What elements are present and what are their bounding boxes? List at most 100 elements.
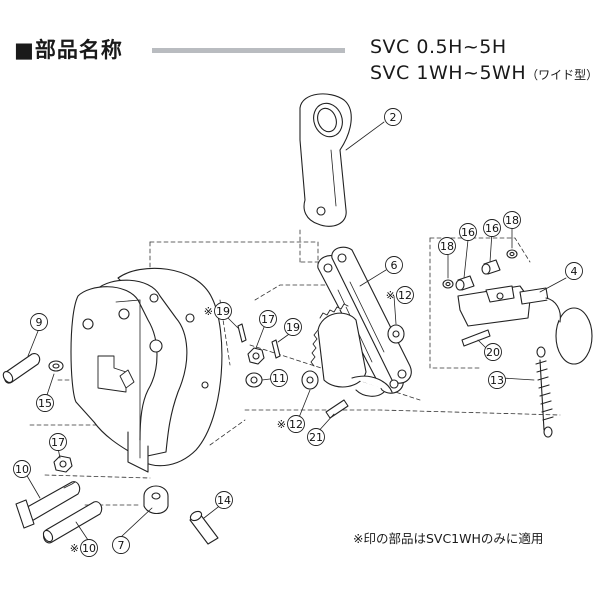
part-label-circle bbox=[30, 313, 48, 331]
part-10-pin-wide bbox=[42, 501, 103, 544]
leader-lines bbox=[25, 121, 567, 541]
part-label-p17a: 17 bbox=[49, 433, 67, 451]
part-number: 19 bbox=[216, 305, 230, 318]
part-16-screw-a bbox=[455, 275, 475, 291]
part-label-circle bbox=[488, 371, 506, 389]
part-label-circle bbox=[484, 343, 502, 361]
part-number: 21 bbox=[309, 431, 323, 444]
part-19-pin bbox=[271, 339, 281, 359]
part-18-washer-b bbox=[506, 249, 518, 259]
part-2-lifting-eye bbox=[299, 93, 352, 227]
asterisk-mark: ※ bbox=[277, 418, 286, 431]
part-label-p10b: 10※ bbox=[70, 539, 98, 557]
footnote: ※印の部品はSVC1WHのみに適用 bbox=[353, 531, 544, 546]
part-13-spring bbox=[535, 346, 554, 438]
part-20-pin bbox=[461, 329, 491, 347]
title-divider bbox=[152, 48, 345, 53]
part-number: 10 bbox=[82, 542, 96, 555]
part-11-washer bbox=[245, 372, 263, 388]
part-number: 16 bbox=[485, 222, 499, 235]
part-number: 18 bbox=[505, 214, 519, 227]
part-label-p9: 9 bbox=[30, 313, 48, 331]
part-number: 10 bbox=[15, 463, 29, 476]
part-number: 16 bbox=[461, 226, 475, 239]
model-line-1: SVC 0.5H~5H bbox=[370, 36, 507, 58]
part-number: 6 bbox=[391, 259, 398, 272]
asterisk-mark: ※ bbox=[204, 305, 213, 318]
cam-gear bbox=[310, 303, 393, 397]
part-label-circle bbox=[214, 302, 232, 320]
part-6-link bbox=[317, 246, 412, 394]
part-label-circle bbox=[438, 237, 456, 255]
part-label-p2: 2 bbox=[384, 108, 402, 126]
part-number: 15 bbox=[38, 397, 52, 410]
part-number: 20 bbox=[486, 346, 500, 359]
part-7-roller bbox=[143, 485, 169, 515]
part-label-p10a: 10 bbox=[13, 460, 31, 478]
part-label-circle bbox=[49, 433, 67, 451]
part-label-circle bbox=[396, 286, 414, 304]
part-label-p7: 7 bbox=[112, 536, 130, 554]
part-number: 17 bbox=[51, 436, 65, 449]
model-line-2: SVC 1WH~5WH（ワイド型） bbox=[370, 62, 598, 84]
part-label-p15: 15 bbox=[36, 394, 54, 412]
part-21-spring-pin bbox=[325, 399, 349, 419]
part-12-collar-upper bbox=[387, 324, 405, 344]
part-number: 19 bbox=[286, 321, 300, 334]
page-title: ■部品名称 bbox=[14, 38, 123, 62]
part-label-circle bbox=[459, 223, 477, 241]
part-label-p13: 13 bbox=[488, 371, 506, 389]
part-label-circle bbox=[565, 262, 583, 280]
part-label-circle bbox=[483, 219, 501, 237]
part-number: 12 bbox=[398, 289, 412, 302]
part-17-nut-left bbox=[53, 455, 73, 473]
part-label-p14: 14 bbox=[215, 491, 233, 509]
part-label-circle bbox=[36, 394, 54, 412]
part-label-circle bbox=[385, 256, 403, 274]
part-label-circle bbox=[287, 415, 305, 433]
part-14-bolt bbox=[189, 510, 219, 545]
part-label-circle bbox=[503, 211, 521, 229]
part-label-p16b: 16 bbox=[483, 219, 501, 237]
part-19-pin-wide bbox=[237, 323, 247, 343]
part-number: 18 bbox=[440, 240, 454, 253]
part-label-p21: 21 bbox=[307, 428, 325, 446]
model-line-2-suffix: （ワイド型） bbox=[526, 68, 599, 82]
part-10-bolt bbox=[15, 481, 81, 529]
part-number: 11 bbox=[272, 372, 286, 385]
part-label-p17b: 17 bbox=[259, 310, 277, 328]
part-number: 13 bbox=[490, 374, 504, 387]
part-label-circle bbox=[215, 491, 233, 509]
part-15-washer bbox=[48, 360, 64, 372]
part-label-circle bbox=[284, 318, 302, 336]
part-label-circle bbox=[384, 108, 402, 126]
part-4-latch bbox=[457, 285, 593, 365]
part-17-nut-mid bbox=[247, 347, 265, 365]
part-label-circle bbox=[259, 310, 277, 328]
part-label-p11: 11 bbox=[270, 369, 288, 387]
part-9-pin bbox=[2, 353, 41, 384]
part-label-p6: 6 bbox=[385, 256, 403, 274]
part-label-p4: 4 bbox=[565, 262, 583, 280]
part-number: 4 bbox=[571, 265, 578, 278]
part-label-circle bbox=[13, 460, 31, 478]
part-number: 17 bbox=[261, 313, 275, 326]
part-label-circle bbox=[112, 536, 130, 554]
part-label-p12a: 12※ bbox=[386, 286, 414, 304]
part-number: 7 bbox=[118, 539, 125, 552]
part-number: 2 bbox=[390, 111, 397, 124]
asterisk-mark: ※ bbox=[386, 289, 395, 302]
part-label-p19a: 19※ bbox=[204, 302, 232, 320]
part-number: 14 bbox=[217, 494, 231, 507]
asterisk-mark: ※ bbox=[70, 542, 79, 555]
part-label-circle bbox=[270, 369, 288, 387]
part-label-p12b: 12※ bbox=[277, 415, 305, 433]
part-label-circle bbox=[80, 539, 98, 557]
part-number: 12 bbox=[289, 418, 303, 431]
part-18-washer-a bbox=[442, 279, 454, 289]
part-label-p20: 20 bbox=[484, 343, 502, 361]
part-label-p18a: 18 bbox=[438, 237, 456, 255]
part-label-p16a: 16 bbox=[459, 223, 477, 241]
part-number: 9 bbox=[36, 316, 43, 329]
